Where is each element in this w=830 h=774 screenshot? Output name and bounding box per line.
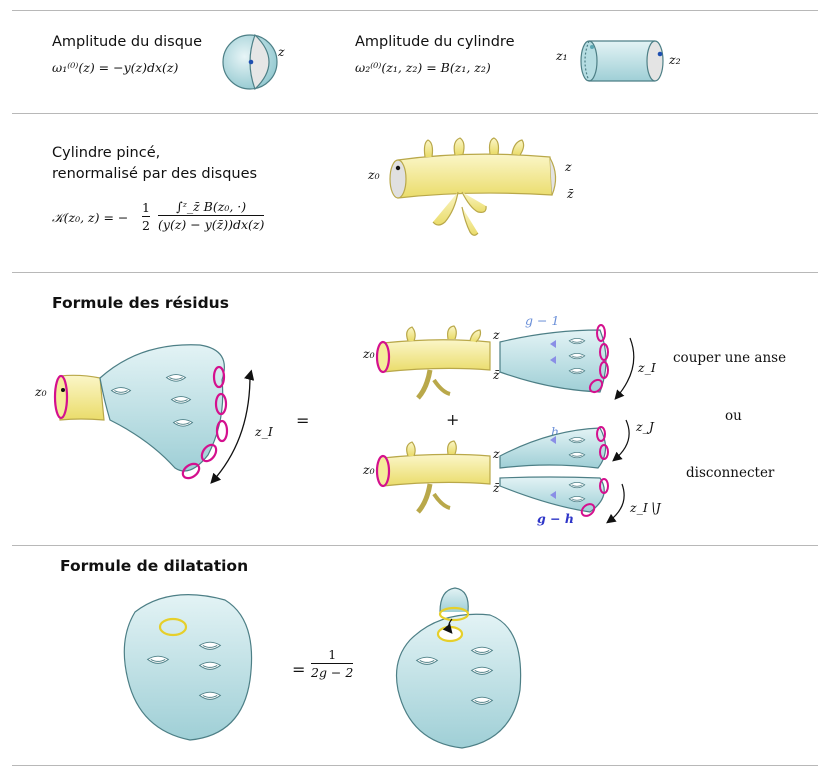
separator (12, 10, 818, 11)
option-cut-handle: couper une anse (673, 350, 787, 366)
disk-figure (222, 33, 278, 91)
separator (12, 765, 818, 766)
option-or: ou (725, 408, 742, 424)
kernel-numerator: ∫ᶻ_z̄ B(z₀, ·) (176, 199, 247, 214)
separator (12, 545, 818, 546)
boundary-z0 (53, 374, 69, 420)
half-numerator: 1 (142, 200, 150, 215)
kernel-denominator: (y(z) − y(z̄))dx(z) (158, 217, 265, 232)
top-zI-label: z_I (638, 360, 656, 375)
top-zbar-label: z̄ (493, 367, 500, 382)
cylinder-amplitude-title: Amplitude du cylindre (355, 34, 515, 50)
bottom-z-label: z (493, 446, 500, 461)
cylinder-figure (580, 40, 664, 82)
half-denominator: 2 (142, 218, 150, 233)
separator (12, 272, 818, 273)
disk-marked-point (248, 59, 254, 65)
bottom-zbar-label: z̄ (493, 480, 500, 495)
dilaton-numerator: 1 (328, 647, 337, 662)
genus-h-label: h (551, 424, 560, 439)
kernel-formula-lhs: 𝒦(z₀, z) = − (52, 210, 129, 225)
residue-top-figure (375, 324, 635, 400)
top-z-label: z (493, 327, 500, 342)
pinched-cylinder-title-line2: renormalisé par des disques (52, 166, 258, 182)
option-disconnect: disconnecter (686, 465, 775, 481)
residue-plus: + (446, 410, 460, 429)
top-z0-label: z₀ (363, 346, 375, 361)
genus-g-minus-h-label: g − h (537, 511, 575, 526)
bottom-z0-label: z₀ (363, 462, 375, 477)
cylinder-right-label: z₂ (669, 52, 681, 67)
genus-minus-one-label: g − 1 (525, 313, 560, 328)
disk-point-label: z (278, 44, 285, 59)
disk-amplitude-title: Amplitude du disque (52, 34, 203, 50)
bottom-zJ-label: z_J (636, 419, 654, 434)
disk-amplitude-formula: ω₁⁽⁰⁾(z) = −y(z)dx(z) (52, 60, 179, 75)
residue-formula-heading: Formule des résidus (52, 294, 229, 312)
residue-equals: = (296, 411, 310, 430)
cylinder-amplitude-formula: ω₂⁽⁰⁾(z₁, z₂) = B(z₁, z₂) (355, 60, 491, 75)
dilaton-left-surface (123, 594, 253, 741)
dilaton-denominator: 2g − 2 (311, 665, 354, 680)
bottom-zIJ-label: z_I∖J (630, 500, 661, 515)
pinched-z0-label: z₀ (368, 167, 380, 182)
residue-bottom-figure (375, 419, 630, 524)
kernel-half-fraction: 1 2 (142, 200, 150, 233)
separator (12, 113, 818, 114)
residue-z0-label: z₀ (35, 384, 47, 399)
pinched-cylinder-figure (389, 137, 557, 236)
residue-zI-label: z_I (255, 424, 273, 439)
dilaton-formula-heading: Formule de dilatation (60, 557, 249, 575)
cylinder-left-label: z₁ (556, 48, 568, 63)
kernel-main-fraction: ∫ᶻ_z̄ B(z₀, ·) (y(z) − y(z̄))dx(z) (158, 199, 265, 232)
dilaton-fraction: 1 2g − 2 (311, 647, 354, 680)
pinched-zbar-label: z̄ (567, 186, 574, 201)
pinched-cylinder-title-line1: Cylindre pincé, (52, 145, 161, 161)
residue-main-surface (53, 344, 255, 484)
pinched-z-label: z (565, 159, 572, 174)
dilaton-yellow-cycle (158, 617, 188, 637)
dilaton-equals: = (292, 660, 306, 679)
dilaton-right-surface (395, 587, 522, 749)
